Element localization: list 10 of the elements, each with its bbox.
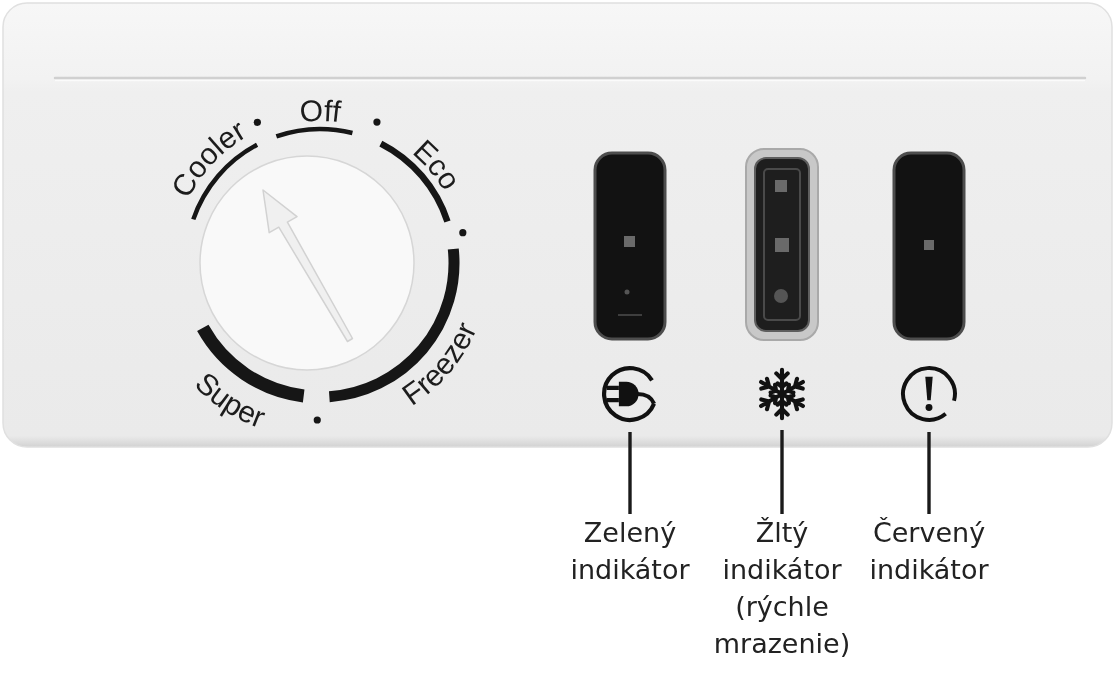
leader-line bbox=[927, 432, 931, 514]
plug-icon bbox=[601, 365, 659, 423]
dial-setting-label: Eco bbox=[407, 133, 468, 196]
exclamation-icon bbox=[900, 365, 958, 423]
leader-line bbox=[628, 432, 632, 514]
indicator-label: Červený indikátor bbox=[859, 514, 999, 588]
leader-line bbox=[780, 430, 784, 514]
indicator-label: Zelený indikátor bbox=[560, 514, 700, 588]
indicator-label: Žltý indikátor (rýchle mrazenie) bbox=[707, 514, 857, 662]
dial-setting-label: Off bbox=[298, 93, 343, 129]
